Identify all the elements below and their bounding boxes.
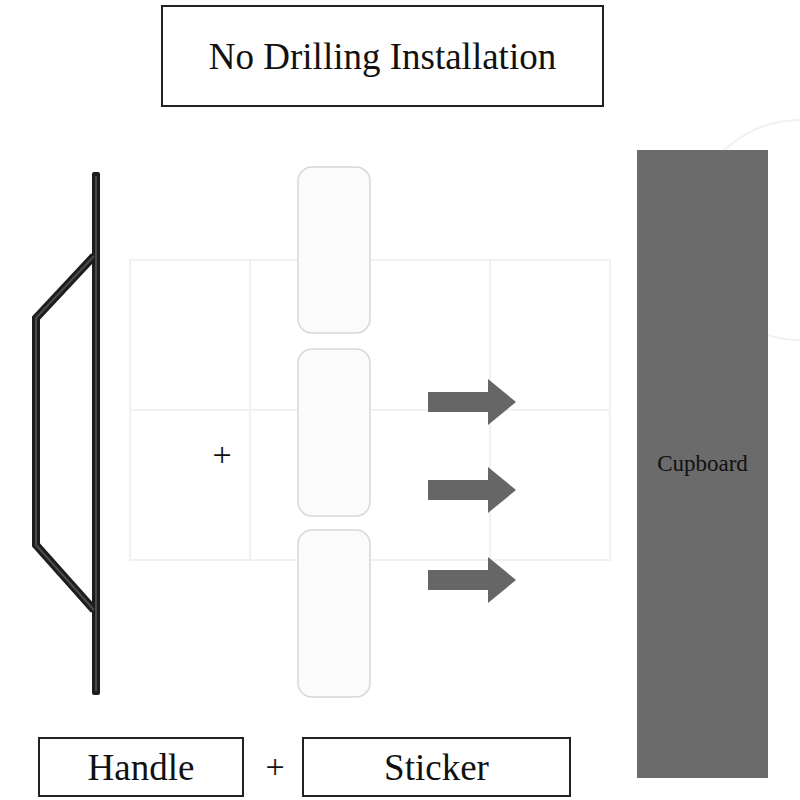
plus-sign: + [265,748,284,786]
caption-box: Handle [38,737,244,797]
caption-box: Sticker [302,737,571,797]
cupboard-label: Cupboard [657,451,748,477]
arrows [428,379,516,603]
sticker-label: Sticker [384,746,489,789]
sticker-pads [298,167,370,697]
title-box: No Drilling Installation [161,5,604,107]
plus-sign: + [212,436,231,474]
handle-drawing [36,172,100,695]
handle-label: Handle [88,746,195,789]
cupboard-band: Cupboard [637,150,768,778]
title-text: No Drilling Installation [209,35,556,78]
